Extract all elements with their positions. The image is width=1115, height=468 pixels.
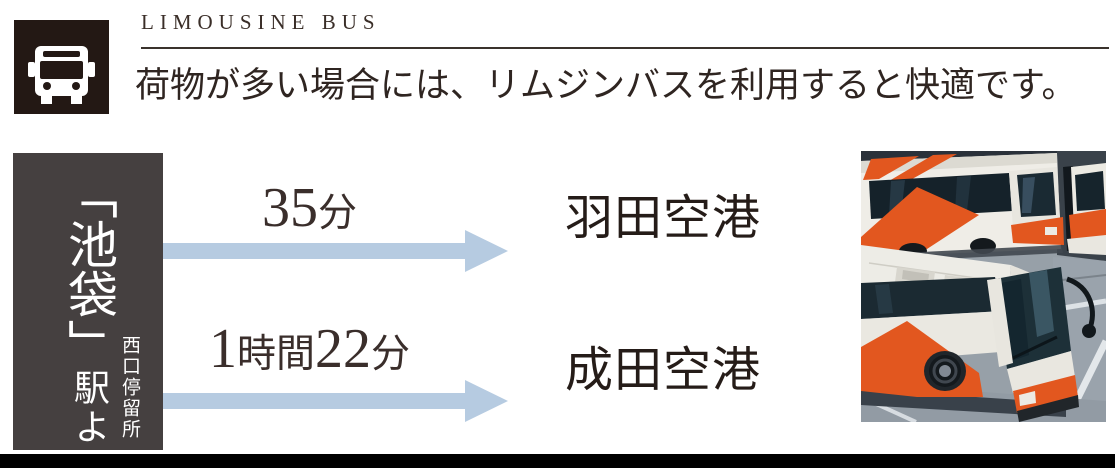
route-1-arrow-shaft bbox=[163, 243, 466, 259]
bus-icon bbox=[28, 46, 95, 104]
header-rule bbox=[141, 47, 1109, 49]
back-bus bbox=[861, 153, 1064, 263]
origin-panel: 「池袋」駅より 西口停留所 bbox=[13, 153, 163, 468]
duration-number: 1 bbox=[208, 318, 237, 380]
duration-unit: 分 bbox=[317, 192, 357, 235]
section-description: 荷物が多い場合には、リムジンバスを利用すると快適です。 bbox=[135, 66, 1077, 105]
route-1-destination-label: 羽田空港 bbox=[564, 191, 761, 245]
origin-station-name: 「池袋」 bbox=[61, 169, 117, 369]
route-2-duration: 1時間22分 bbox=[163, 321, 508, 377]
route-1-duration: 35分 bbox=[163, 180, 508, 236]
front-bus bbox=[861, 245, 1096, 422]
right-bus bbox=[1063, 163, 1106, 255]
bottom-bar bbox=[0, 454, 1115, 468]
route-1-destination-box: 羽田空港 bbox=[508, 152, 818, 273]
bus-photo bbox=[861, 151, 1106, 422]
origin-station-text: 「池袋」駅より bbox=[61, 169, 117, 468]
duration-unit: 分 bbox=[371, 333, 411, 376]
origin-stop-note: 西口停留所 bbox=[119, 335, 140, 440]
bus-icon-tile bbox=[14, 20, 109, 114]
origin-station-suffix: 駅より bbox=[69, 369, 109, 468]
route-2-arrow-head-icon bbox=[465, 380, 508, 422]
duration-number: 35 bbox=[261, 177, 318, 239]
duration-unit: 時間 bbox=[236, 333, 315, 376]
route-2-arrow-shaft bbox=[163, 393, 466, 409]
route-2-destination-box: 成田空港 bbox=[508, 305, 818, 425]
section-eyebrow: LIMOUSINE BUS bbox=[141, 10, 381, 34]
route-1-arrow-head-icon bbox=[465, 230, 508, 272]
route-2-destination-label: 成田空港 bbox=[564, 344, 761, 397]
duration-number: 22 bbox=[315, 318, 371, 380]
